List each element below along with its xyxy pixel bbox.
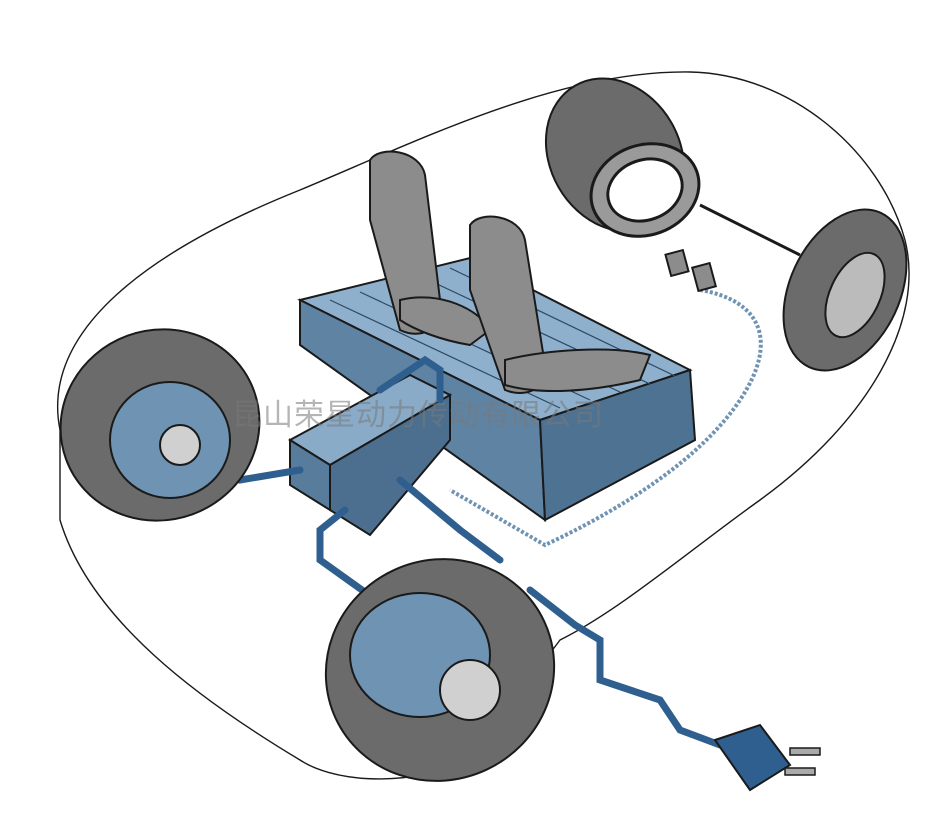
car-body-outline: [57, 71, 910, 780]
signal-cable: [448, 288, 763, 548]
seats: [369, 150, 652, 394]
power-controller: [288, 373, 453, 537]
rear-left-wheel: [59, 328, 261, 522]
front-left-wheel: [324, 558, 556, 782]
charging-plug: [713, 723, 821, 792]
steering-wheel: [589, 142, 801, 257]
front-right-wheel: [782, 208, 908, 372]
pedals: [664, 248, 718, 293]
